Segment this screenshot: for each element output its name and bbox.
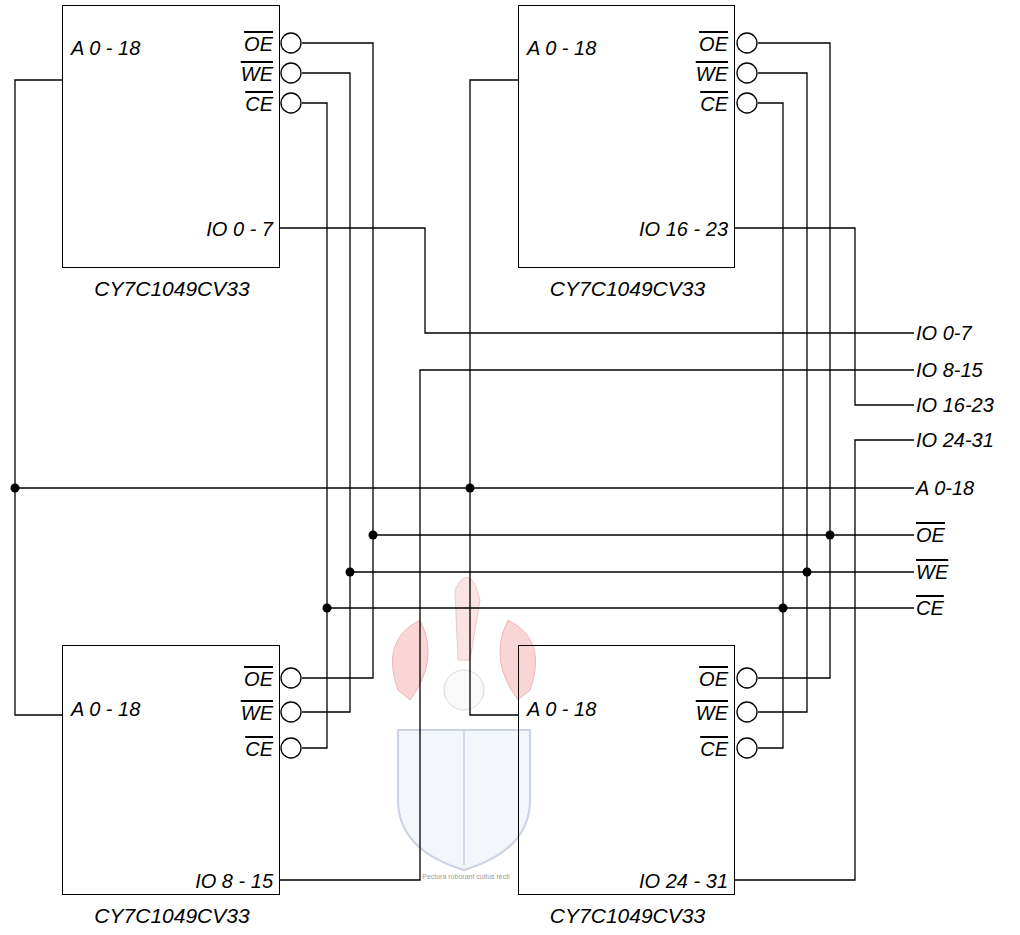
we-pin: WE (241, 701, 273, 725)
wire-set (15, 43, 914, 880)
signal-name: A 0-18 (914, 476, 976, 500)
data-pin: IO 16 - 23 (639, 217, 728, 241)
chip-part-number: CY7C1049CV33 (550, 904, 705, 928)
oe-wire (758, 43, 830, 678)
address-pin: A 0 - 18 (71, 36, 140, 60)
data-wire (735, 440, 914, 880)
signal-name: CE (914, 596, 946, 620)
ce-pin: CE (245, 737, 273, 761)
signal-name: IO 24-31 (914, 428, 996, 452)
address-pin: A 0 - 18 (71, 697, 140, 721)
signal-name: OE (914, 523, 947, 547)
oe-wire (302, 43, 373, 678)
sram-chip: A 0 - 18OEWECEIO 16 - 23CY7C1049CV33 (518, 5, 735, 268)
signal-name: IO 8-15 (914, 358, 985, 382)
signal-name: IO 0-7 (914, 321, 974, 345)
sram-chip: A 0 - 18OEWECEIO 0 - 7CY7C1049CV33 (62, 5, 280, 268)
ce-pin: CE (700, 737, 728, 761)
ce-pin: CE (700, 92, 728, 116)
oe-pin: OE (244, 667, 273, 691)
we-pin: WE (241, 62, 273, 86)
data-pin: IO 24 - 31 (639, 869, 728, 893)
we-bus (350, 571, 914, 572)
we-pin: WE (696, 62, 728, 86)
chip-part-number: CY7C1049CV33 (94, 904, 249, 928)
address-pin: A 0 - 18 (527, 36, 596, 60)
watermark-motto: Pectora roborant cultus recti (422, 872, 510, 881)
data-wire (735, 228, 914, 405)
oe-pin: OE (699, 667, 728, 691)
sram-chip: A 0 - 18OEWECEIO 8 - 15CY7C1049CV33 (62, 645, 280, 895)
address-wire (470, 80, 518, 715)
ce-wire (758, 103, 783, 748)
ce-pin: CE (245, 92, 273, 116)
ce-wire (302, 103, 327, 748)
oe-pin: OE (244, 32, 273, 56)
chip-part-number: CY7C1049CV33 (94, 277, 249, 301)
address-wire (15, 80, 62, 715)
we-wire (302, 73, 350, 712)
chip-part-number: CY7C1049CV33 (550, 277, 705, 301)
address-pin: A 0 - 18 (527, 697, 596, 721)
sram-chip: A 0 - 18OEWECEIO 24 - 31CY7C1049CV33 (518, 645, 735, 895)
inversion-bubbles (281, 33, 757, 758)
we-pin: WE (696, 701, 728, 725)
crest-watermark (392, 577, 535, 870)
data-pin: IO 8 - 15 (195, 869, 273, 893)
data-wire (280, 228, 914, 333)
address-bus (15, 487, 914, 488)
ce-bus (327, 607, 914, 608)
signal-name: IO 16-23 (914, 393, 996, 417)
oe-pin: OE (699, 32, 728, 56)
data-wire (280, 370, 914, 880)
data-pin: IO 0 - 7 (206, 217, 273, 241)
signal-name: WE (914, 560, 950, 584)
junction-dots (11, 484, 835, 613)
